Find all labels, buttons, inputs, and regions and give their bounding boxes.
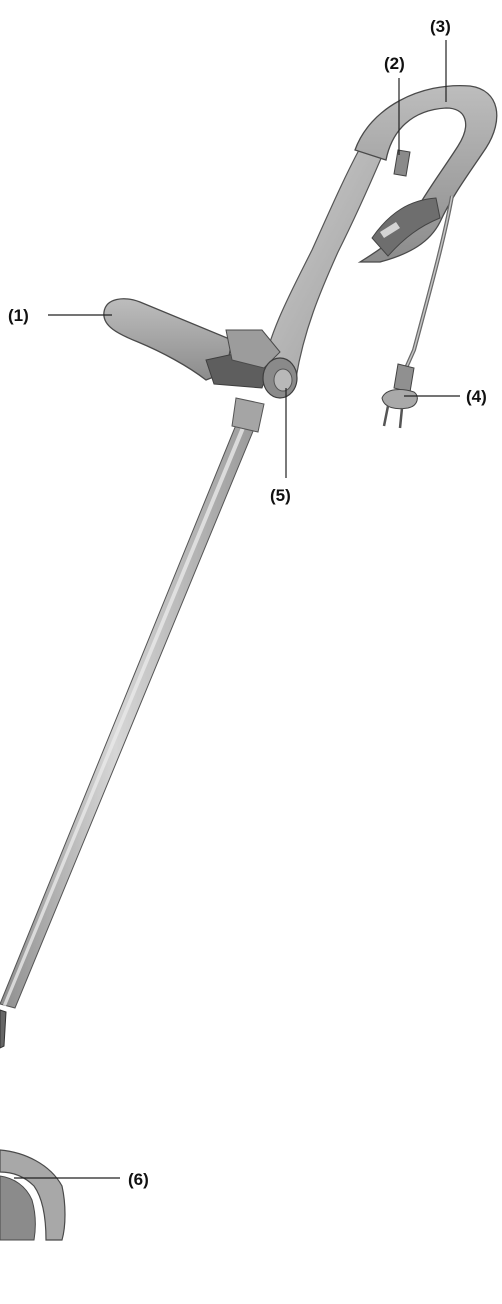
auxiliary-handle xyxy=(104,299,280,388)
callout-label-4: (4) xyxy=(466,387,487,406)
callout-label-6: (6) xyxy=(128,1170,149,1189)
callout-label-2: (2) xyxy=(384,54,405,73)
guard xyxy=(0,1150,65,1240)
callout-label-5: (5) xyxy=(270,486,291,505)
shaft xyxy=(0,420,256,1008)
callout-label-1: (1) xyxy=(8,306,29,325)
cutting-head-fragment xyxy=(0,1010,6,1048)
switch-trigger xyxy=(394,150,410,176)
callout-labels: (1) (2) (3) (4) (5) (6) xyxy=(8,17,487,1189)
shaft-coupling xyxy=(232,398,264,432)
handle-adjustment-knob xyxy=(263,358,297,398)
leader-lines xyxy=(14,40,460,1178)
callout-label-3: (3) xyxy=(430,17,451,36)
rear-handle xyxy=(355,86,497,262)
